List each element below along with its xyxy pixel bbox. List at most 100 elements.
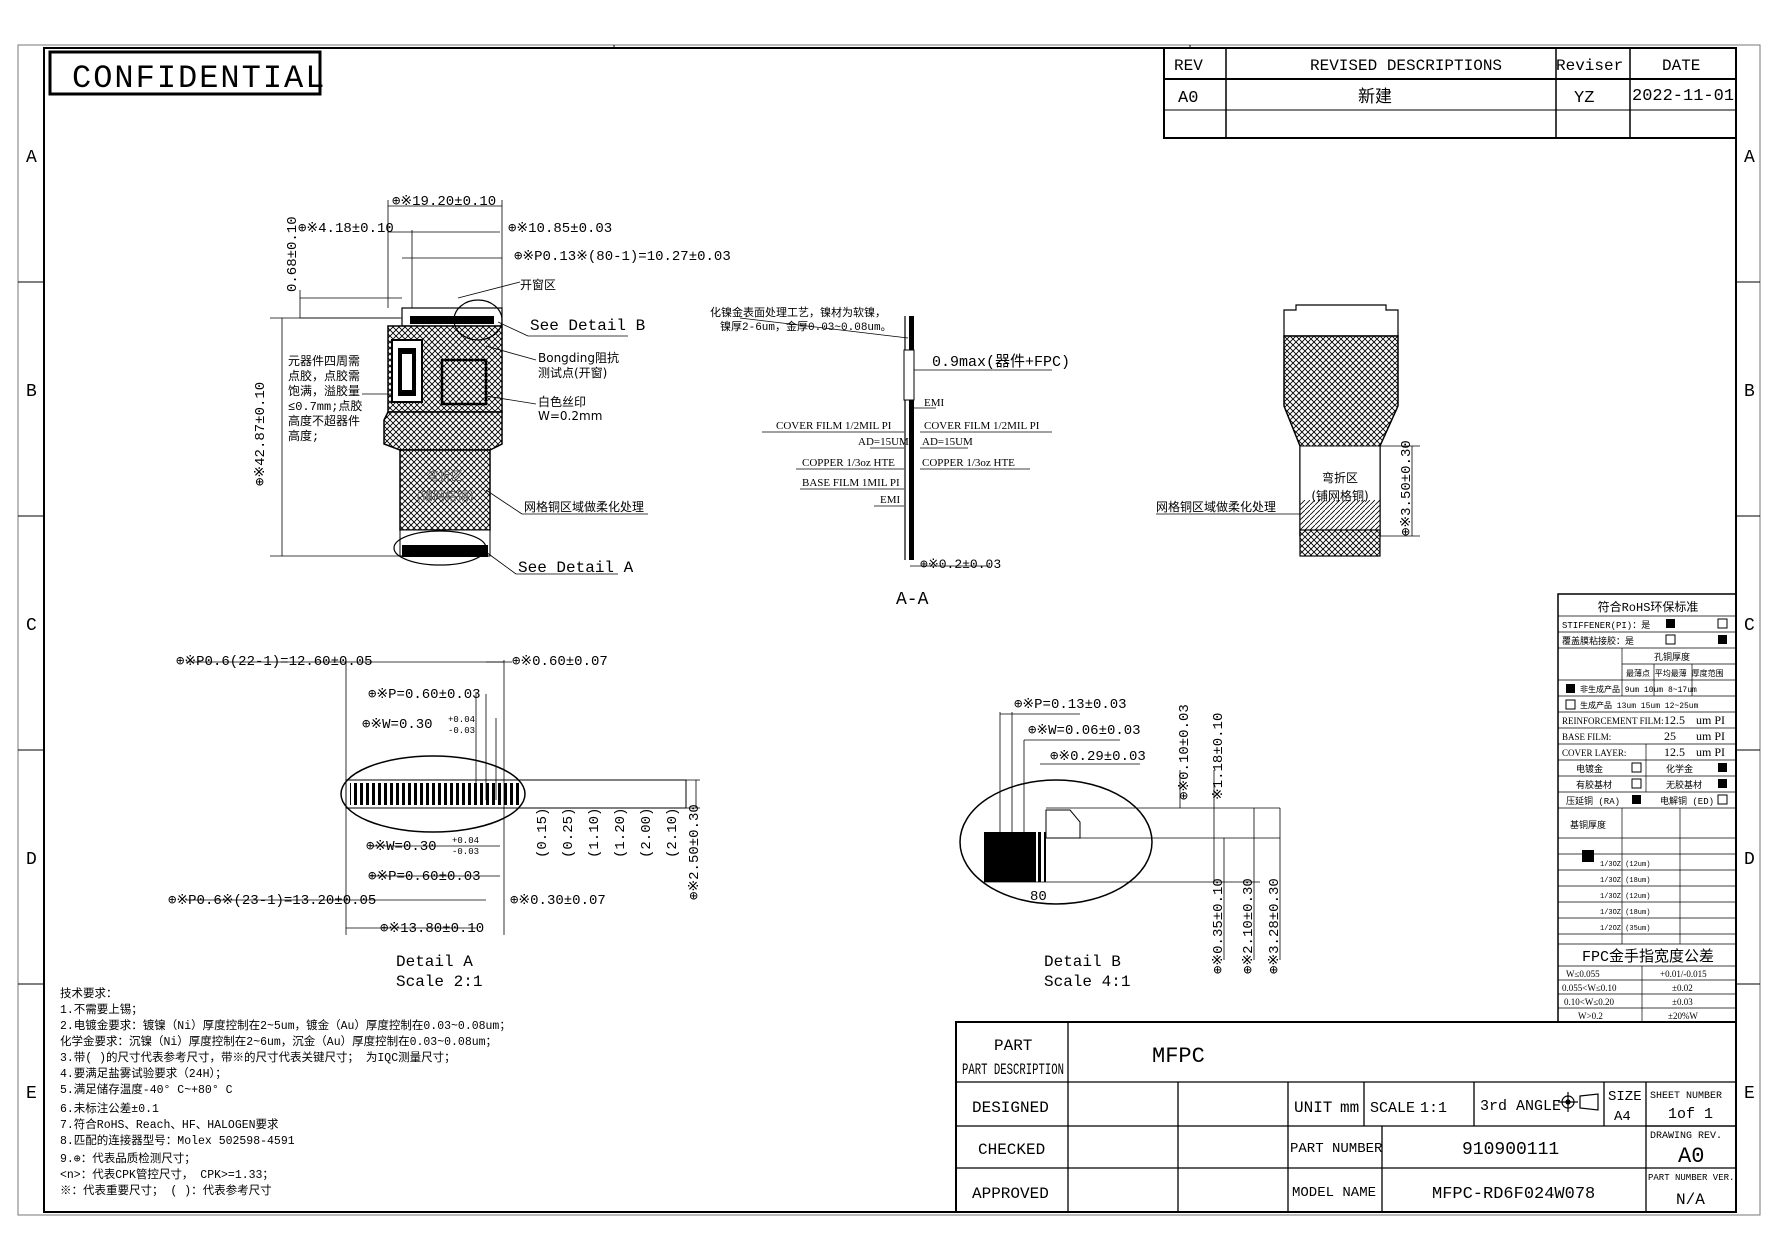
section-note-1: 化镍金表面处理工艺，镍材为软镍， xyxy=(710,305,886,320)
title-unit-value: mm xyxy=(1340,1099,1359,1117)
projection-symbol-icon xyxy=(1558,1092,1599,1112)
section-max-thickness: 0.9max(器件+FPC) xyxy=(932,353,1070,371)
rohs-opt-adhesiveless-base: 无胶基材 xyxy=(1666,779,1702,791)
rev-value-description: 新建 xyxy=(1358,87,1392,107)
note-silkscreen-1: 白色丝印 xyxy=(538,394,586,409)
title-sheet-label: SHEET NUMBER xyxy=(1650,1091,1722,1102)
note-impedance-1: Bongding阻抗 xyxy=(538,350,619,365)
tech-req-10: 9.⊕：代表品质检测尺寸； xyxy=(60,1151,196,1166)
detail-b-dim-v2: ※1.18±0.10 xyxy=(1211,713,1227,800)
glue-note-line-2: 点胶，点胶需 xyxy=(288,368,360,384)
dim-edge-offset: ⊕※4.18±0.10 xyxy=(298,221,394,237)
detail-b-dim-v1: ⊕※0.10±0.03 xyxy=(1177,704,1193,800)
rohs-opt-ed-copper: 电解铜 (ED) xyxy=(1660,795,1714,807)
title-drawing-rev-value: A0 xyxy=(1678,1144,1704,1169)
tech-req-1: 1.不需要上锡； xyxy=(60,1002,143,1017)
detail-a-ref-1: (0.25) xyxy=(561,808,577,858)
rohs-spec-table: 符合RoHS环保标准 STIFFENER(PI)：是 覆盖膜粘接胶：是 孔铜厚度… xyxy=(1557,593,1737,1023)
detail-a-dim-height: ⊕※2.50±0.30 xyxy=(687,804,703,900)
detail-a-dim-top-width: ⊕※0.60±0.07 xyxy=(512,654,608,670)
tech-req-7: 6.未标注公差±0.1 xyxy=(60,1101,159,1116)
fpc-tol-range-3: W>0.2 xyxy=(1578,1011,1603,1021)
row-label-b-left: B xyxy=(26,382,37,402)
border-row-labels: A B C D E A B C D E xyxy=(26,148,1755,1104)
section-copper-right: COPPER 1/3oz HTE xyxy=(922,457,1015,469)
note-mesh-copper: 网格铜区域做柔化处理 xyxy=(524,499,644,514)
detail-a-ref-dims: (0.15) (0.25) (1.10) (1.20) (2.00) (2.10… xyxy=(535,808,681,858)
rohs-film-reinforcement-value: 12.5 xyxy=(1664,713,1685,727)
title-part-desc-label-1: PART xyxy=(994,1037,1032,1055)
rohs-film-cover-label: COVER LAYER: xyxy=(1562,748,1626,758)
detail-b-dim-v4: ⊕※2.10±0.30 xyxy=(1241,878,1257,974)
glue-note-line-1: 元器件四周需 xyxy=(288,354,360,369)
title-model-name-label: MODEL NAME xyxy=(1292,1185,1376,1201)
rev-value-rev: A0 xyxy=(1178,89,1198,108)
back-view-mesh-note: 网格铜区域做柔化处理 xyxy=(1156,499,1276,514)
detail-a-ref-0: (0.15) xyxy=(535,808,551,858)
see-detail-a-label: See Detail A xyxy=(518,559,634,577)
glue-note-line-4: ≤0.7mm;点胶 xyxy=(288,398,362,414)
detail-a-scale: Scale 2:1 xyxy=(396,973,482,991)
glue-note-line-6: 高度; xyxy=(288,428,319,444)
section-thickness: ⊕※0.2±0.03 xyxy=(920,557,1001,572)
detail-b-dim-pitch: ⊕※P=0.13±0.03 xyxy=(1014,697,1127,713)
tech-req-12: ※：代表重要尺寸； ( )：代表参考尺寸 xyxy=(60,1183,272,1198)
rev-value-date: 2022-11-01 xyxy=(1632,87,1734,106)
title-sheet-value: 1of 1 xyxy=(1668,1106,1713,1123)
detail-b: ⊕※P=0.13±0.03 ⊕※W=0.06±0.03 ⊕※0.29±0.03 … xyxy=(959,697,1283,991)
rohs-film-cover-unit: um PI xyxy=(1696,745,1725,759)
tech-req-0: 技术要求： xyxy=(60,987,118,1001)
rohs-opt-electroplated-gold: 电镀金 xyxy=(1576,763,1603,775)
bottom-pin-row xyxy=(402,545,488,557)
section-ad-right: AD=15UM xyxy=(922,436,973,448)
detail-b-pin-number: 80 xyxy=(1030,889,1047,905)
tech-req-6: 5.满足储存温度-40° C~+80° C xyxy=(60,1082,233,1097)
detail-a-tol-bottom-plus: +0.04 xyxy=(452,836,479,846)
detail-b-scale: Scale 4:1 xyxy=(1044,973,1130,991)
title-unit-label: UNIT xyxy=(1294,1099,1332,1117)
detail-a: ⊕※P0.6(22-1)=12.60±0.05 ⊕※0.60±0.07 ⊕※P=… xyxy=(168,654,703,991)
fpc-tol-value-0: +0.01/-0.015 xyxy=(1660,969,1707,979)
rohs-film-base-unit: um PI xyxy=(1696,729,1725,743)
rohs-film-cover-value: 12.5 xyxy=(1664,745,1685,759)
rohs-row-hole-copper: 孔铜厚度 xyxy=(1654,651,1690,663)
tech-req-5: 4.要满足盐雾试验要求（24H）； xyxy=(60,1066,227,1081)
row-label-e-left: E xyxy=(26,1084,37,1104)
row-label-a-left: A xyxy=(26,148,37,168)
title-checked-label: CHECKED xyxy=(978,1141,1045,1159)
rev-header-description: REVISED DESCRIPTIONS xyxy=(1310,57,1502,75)
detail-a-dim-bottom-w: ⊕※W=0.30 xyxy=(366,839,437,855)
title-part-ver-label: PART NUMBER VER. xyxy=(1648,1173,1734,1183)
detail-a-dim-bottom-pitch: ⊕※P0.6※(23-1)=13.20±0.05 xyxy=(168,893,376,909)
title-part-number-value: 910900111 xyxy=(1462,1140,1559,1160)
back-view-bend-label-1: 弯折区 xyxy=(1322,470,1358,485)
main-tail-label-1: 弯折区 xyxy=(427,468,463,483)
detail-b-dim-v5: ⊕※3.28±0.30 xyxy=(1267,878,1283,974)
detail-b-title: Detail B xyxy=(1044,953,1121,971)
dim-top-height: 0.68±0.10 xyxy=(285,216,301,292)
section-label: A-A xyxy=(896,590,929,610)
glue-note-line-3: 饱满，溢胶量 xyxy=(288,383,360,399)
rohs-cu-row-4: 1/2OZ (35um) xyxy=(1600,925,1650,933)
rohs-film-base-value: 25 xyxy=(1664,729,1676,743)
row-label-d-left: D xyxy=(26,850,37,870)
dim-pin-pitch: ⊕※P0.13※(80-1)=10.27±0.03 xyxy=(514,249,731,265)
section-cover-film-right: COVER FILM 1/2MIL PI xyxy=(924,420,1040,432)
main-view: 弯折区 (铺网格铜) ⊕※19.20±0.10 ⊕※4.18±0.10 ⊕※10… xyxy=(253,194,731,577)
detail-a-dim-bottom-width: ⊕※0.30±0.07 xyxy=(510,893,606,909)
detail-a-ref-3: (1.20) xyxy=(613,808,629,858)
detail-a-dim-top-w: ⊕※W=0.30 xyxy=(362,717,433,733)
rohs-cu-header: 基铜厚度 xyxy=(1570,819,1606,831)
title-part-desc-value: MFPC xyxy=(1152,1044,1205,1069)
rev-header-rev: REV xyxy=(1174,57,1203,75)
rohs-opt-adhesive-base: 有胶基材 xyxy=(1576,779,1612,791)
fpc-tolerance-title: FPC金手指宽度公差 xyxy=(1582,948,1714,966)
rohs-title: 符合RoHS环保标准 xyxy=(1598,599,1699,615)
detail-b-dim-v3: ⊕※0.35±0.10 xyxy=(1211,878,1227,974)
rohs-row-non-production: 非生成产品 9um 10um 8~17um xyxy=(1580,684,1697,695)
detail-a-dim-top-p: ⊕※P=0.60±0.03 xyxy=(368,687,481,703)
rohs-opt-rolled-copper: 压延铜 (RA) xyxy=(1566,795,1620,807)
row-label-c-left: C xyxy=(26,616,37,636)
rohs-row-thickness-header: 最薄点 平均最薄 厚度范围 xyxy=(1626,668,1724,679)
